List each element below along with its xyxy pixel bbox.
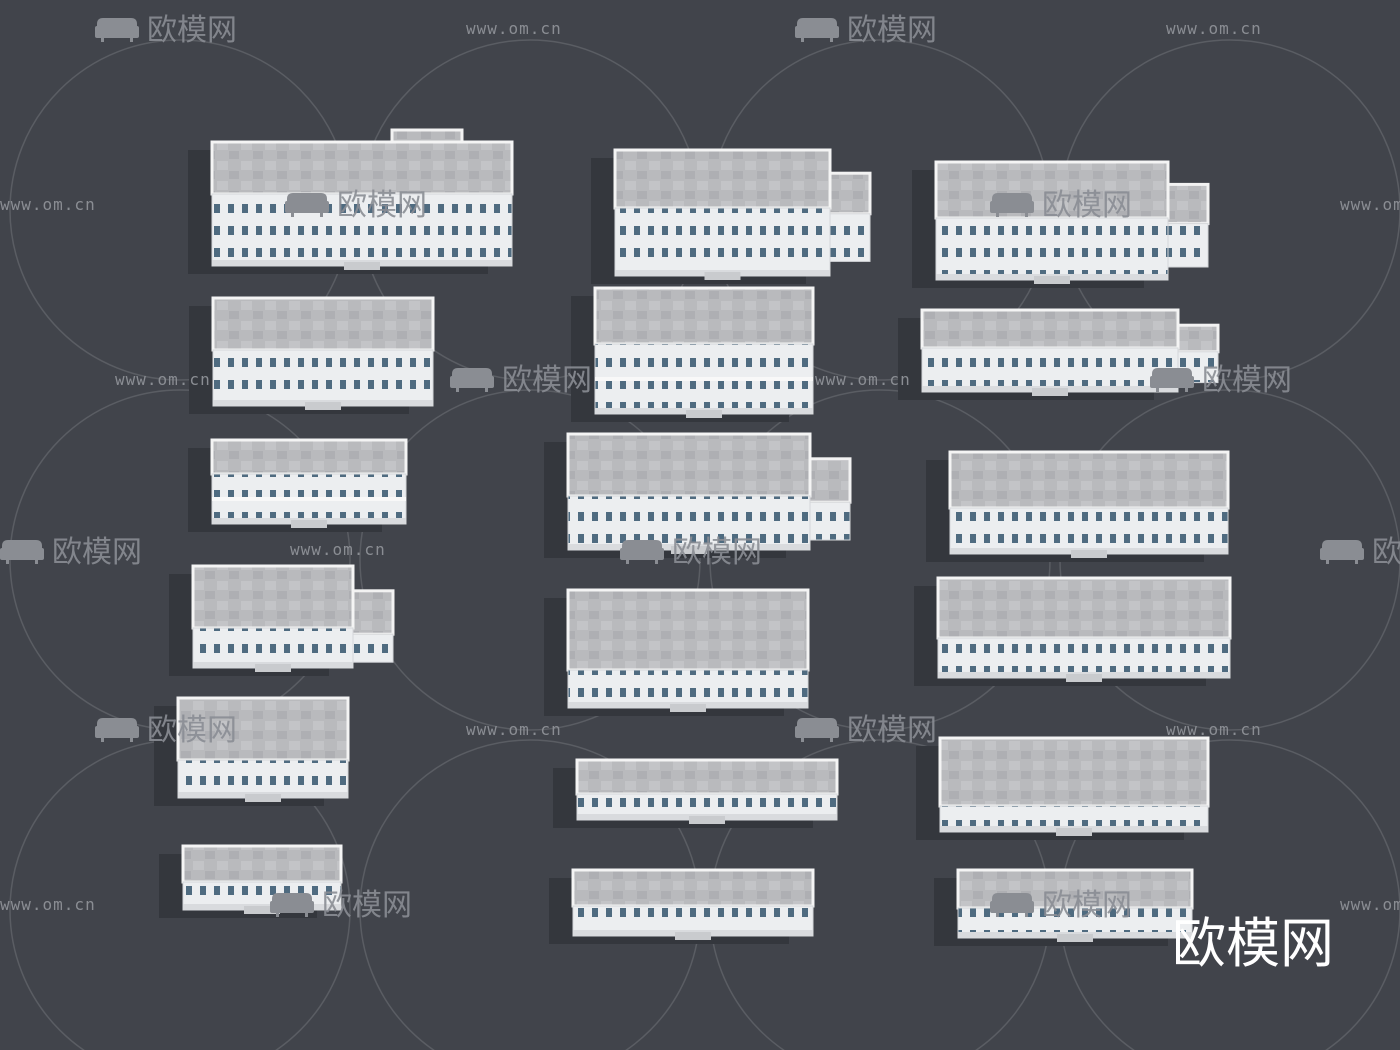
building-model xyxy=(159,844,343,918)
building-model xyxy=(154,696,350,806)
building-model xyxy=(916,736,1210,840)
watermark-url-text: www.om.cn xyxy=(1340,195,1400,214)
watermark-url-text: www.om.cn xyxy=(1166,720,1262,739)
watermark-brand-text: 欧模网 xyxy=(52,535,142,570)
watermark-url-text: www.om.cn xyxy=(0,895,96,914)
watermark-brand-tile: 欧模网 xyxy=(95,13,237,48)
watermark-brand-text: 欧模网 xyxy=(847,713,937,748)
watermark-brand-tile: 欧模网 xyxy=(1150,363,1292,398)
watermark-url-text: www.om.cn xyxy=(290,540,386,559)
watermark-brand-tile: 欧模网 xyxy=(450,363,592,398)
watermark-brand-text: 欧模网 xyxy=(1372,535,1400,570)
watermark-url-text: www.om.cn xyxy=(0,195,96,214)
buildings-layer xyxy=(154,128,1232,946)
building-model xyxy=(549,868,815,944)
corner-brand-watermark: 欧模网 xyxy=(1172,912,1334,975)
sofa-logo-icon xyxy=(0,540,44,564)
sofa-logo-icon xyxy=(95,718,139,742)
watermark-url-text: www.om.cn xyxy=(815,370,911,389)
watermark-brand-tile: 欧模网 xyxy=(0,535,142,570)
building-model xyxy=(914,576,1232,686)
sofa-logo-icon xyxy=(795,718,839,742)
watermark-brand-text: 欧模网 xyxy=(337,188,427,223)
watermark-brand-text: 欧模网 xyxy=(1202,363,1292,398)
sofa-logo-icon xyxy=(620,540,664,564)
building-model xyxy=(926,450,1230,562)
sofa-logo-icon xyxy=(1320,540,1364,564)
watermark-brand-tile: 欧模网 xyxy=(285,188,427,223)
watermark-brand-tile: 欧模网 xyxy=(270,888,412,923)
watermark-url-text: www.om.cn xyxy=(466,720,562,739)
watermark-url-text: www.om.cn xyxy=(1340,895,1400,914)
building-model xyxy=(169,564,395,676)
watermark-brand-tile: 欧模网 xyxy=(795,713,937,748)
sofa-logo-icon xyxy=(795,18,839,42)
building-model xyxy=(553,758,839,828)
watermark-brand-text: 欧模网 xyxy=(672,535,762,570)
watermark-brand-text: 欧模网 xyxy=(1042,188,1132,223)
watermark-brand-text: 欧模网 xyxy=(147,713,237,748)
watermark-brand-text: 欧模网 xyxy=(847,13,937,48)
building-model xyxy=(544,588,810,716)
watermark-url-text: www.om.cn xyxy=(1166,19,1262,38)
watermark-tiles: 欧模网欧模网欧模网欧模网欧模网欧模网欧模网欧模网欧模网欧模网欧模网欧模网欧模网w… xyxy=(0,13,1400,923)
sofa-logo-icon xyxy=(95,18,139,42)
watermark-brand-text: 欧模网 xyxy=(502,363,592,398)
watermark-brand-tile: 欧模网 xyxy=(990,888,1132,923)
watermark-brand-tile: 欧模网 xyxy=(990,188,1132,223)
watermark-brand-tile: 欧模网 xyxy=(1320,535,1400,570)
watermark-url-text: www.om.cn xyxy=(466,19,562,38)
building-model xyxy=(898,308,1220,400)
building-model xyxy=(934,868,1194,946)
building-model xyxy=(544,432,852,558)
building-model xyxy=(189,296,435,414)
watermark-brand-tile: 欧模网 xyxy=(795,13,937,48)
watermark-brand-text: 欧模网 xyxy=(322,888,412,923)
building-model xyxy=(591,148,872,284)
watermark-brand-tile: 欧模网 xyxy=(620,535,762,570)
watermark-brand-text: 欧模网 xyxy=(1042,888,1132,923)
watermark-brand-tile: 欧模网 xyxy=(95,713,237,748)
building-model xyxy=(188,438,408,532)
watermark-brand-text: 欧模网 xyxy=(147,13,237,48)
building-model xyxy=(188,128,514,274)
watermark-url-text: www.om.cn xyxy=(115,370,211,389)
sofa-logo-icon xyxy=(450,368,494,392)
building-model xyxy=(912,160,1210,288)
building-model xyxy=(571,286,815,422)
